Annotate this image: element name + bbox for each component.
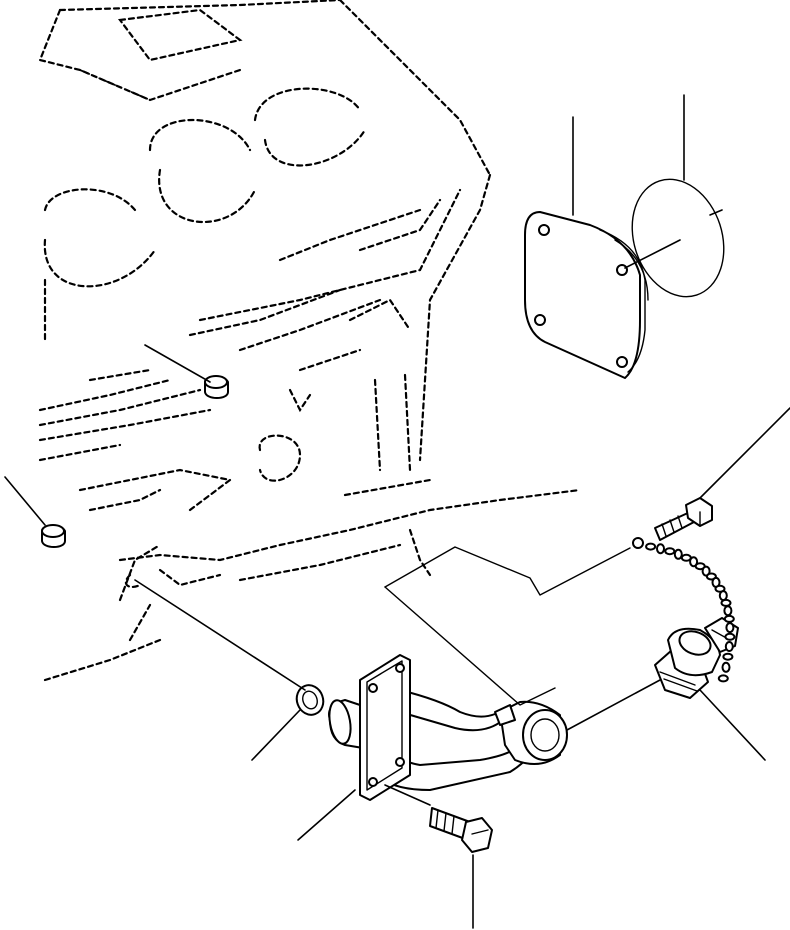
plug-upper [204, 375, 229, 399]
chain-link [656, 543, 665, 555]
chain-link [723, 605, 733, 617]
chain-link [722, 652, 734, 661]
flange-bolt [429, 807, 493, 853]
chain-link [724, 641, 734, 652]
cover-plate [524, 211, 649, 379]
plug-lower [41, 524, 66, 548]
retaining-chain [645, 542, 736, 683]
leader-o-ring-axis [134, 579, 306, 691]
leader-gasket-tab [709, 209, 723, 216]
chain-link [673, 548, 683, 560]
chain-link [689, 556, 699, 568]
chain-link [645, 542, 657, 551]
cover-gasket [631, 178, 725, 298]
o-ring [295, 684, 325, 716]
chain-link [721, 661, 731, 673]
chain-link [725, 622, 735, 634]
pipe-flange [359, 654, 411, 801]
chain-link [723, 614, 735, 623]
chain-link [717, 674, 729, 683]
leader-o-ring [251, 709, 301, 761]
leader-flange-axis [384, 784, 431, 806]
leader-plug-upper [144, 344, 211, 383]
chain-link [718, 590, 728, 602]
chain-link [664, 547, 676, 556]
leader-drain-cock [699, 689, 766, 761]
leader-bracket-bolt [699, 407, 790, 499]
leader-pipe-flange [297, 789, 356, 841]
bracket-bolt [654, 497, 713, 541]
leader-plug-lower [4, 476, 46, 526]
leader-gasket-bolt [624, 239, 681, 269]
leader-drain-axis [566, 679, 661, 731]
bracket-plate [384, 537, 644, 706]
chain-link [724, 632, 736, 641]
engine-block [38, 0, 582, 682]
chain-link [720, 598, 732, 607]
